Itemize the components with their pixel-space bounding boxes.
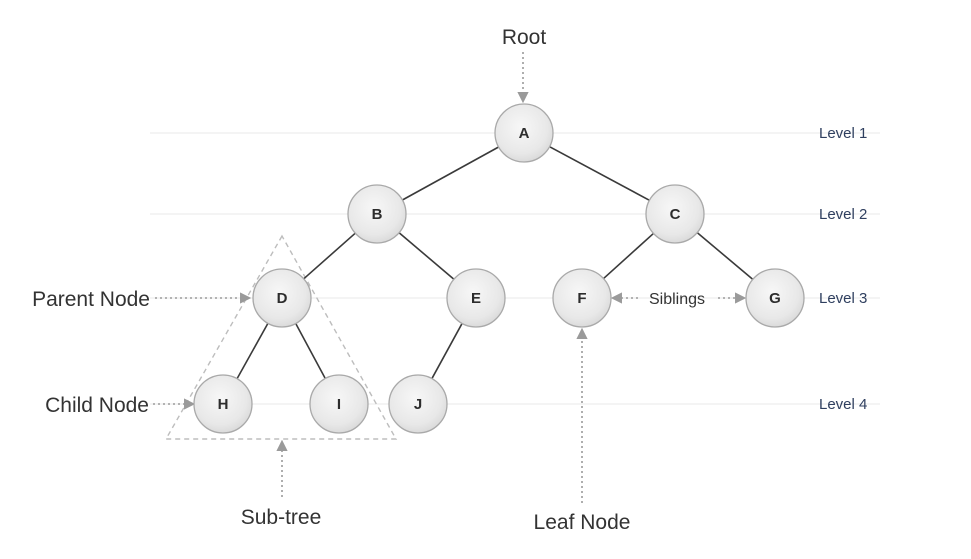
edge-d-h xyxy=(236,322,269,380)
level-label-4: Level 4 xyxy=(819,396,867,413)
node-label: C xyxy=(670,206,681,223)
node-label: H xyxy=(218,396,229,413)
node-label: G xyxy=(769,290,781,307)
child-node-label: Child Node xyxy=(45,394,149,417)
tree-edges xyxy=(236,146,754,380)
node-circle xyxy=(252,268,312,328)
node-circle xyxy=(309,374,369,434)
node-label: A xyxy=(519,125,530,142)
node-label: E xyxy=(471,290,481,307)
annotation-arrows xyxy=(153,52,747,503)
node-circle xyxy=(446,268,506,328)
tree-nodes: A B C D E F G H I J xyxy=(193,103,805,434)
edge-d-i xyxy=(295,323,326,379)
level-lines xyxy=(150,132,880,405)
node-circle xyxy=(494,103,554,163)
node-c: C xyxy=(645,184,705,244)
node-h: H xyxy=(193,374,253,434)
root-label: Root xyxy=(502,26,547,49)
node-circle xyxy=(645,184,705,244)
node-j: J xyxy=(388,374,448,434)
node-label: D xyxy=(277,290,288,307)
node-i: I xyxy=(309,374,369,434)
level-label-3: Level 3 xyxy=(819,290,867,307)
siblings-label: Siblings xyxy=(649,291,705,308)
sub-tree-label: Sub-tree xyxy=(241,506,322,529)
subtree-outline xyxy=(164,234,398,440)
edge-a-b xyxy=(402,146,499,201)
edge-c-f xyxy=(602,232,655,280)
node-circle xyxy=(347,184,407,244)
node-circle xyxy=(388,374,448,434)
node-label: F xyxy=(577,290,586,307)
edge-e-j xyxy=(431,323,463,379)
leaf-node-label: Leaf Node xyxy=(534,511,631,534)
node-f: F xyxy=(552,268,612,328)
node-circle xyxy=(745,268,805,328)
level-label-2: Level 2 xyxy=(819,206,867,223)
node-d: D xyxy=(252,268,312,328)
parent-node-label: Parent Node xyxy=(32,288,150,311)
edge-a-c xyxy=(549,146,650,201)
node-circle xyxy=(552,268,612,328)
node-label: B xyxy=(372,206,383,223)
node-label: J xyxy=(414,396,422,413)
edge-b-e xyxy=(398,232,455,280)
node-e: E xyxy=(446,268,506,328)
node-circle xyxy=(193,374,253,434)
node-label: I xyxy=(337,396,341,413)
node-b: B xyxy=(347,184,407,244)
node-g: G xyxy=(745,268,805,328)
level-labels: Level 1 Level 2 Level 3 Level 4 xyxy=(819,125,867,413)
node-a: A xyxy=(494,103,554,163)
edge-b-d xyxy=(303,232,356,280)
edge-c-g xyxy=(696,232,754,280)
level-label-1: Level 1 xyxy=(819,125,867,142)
